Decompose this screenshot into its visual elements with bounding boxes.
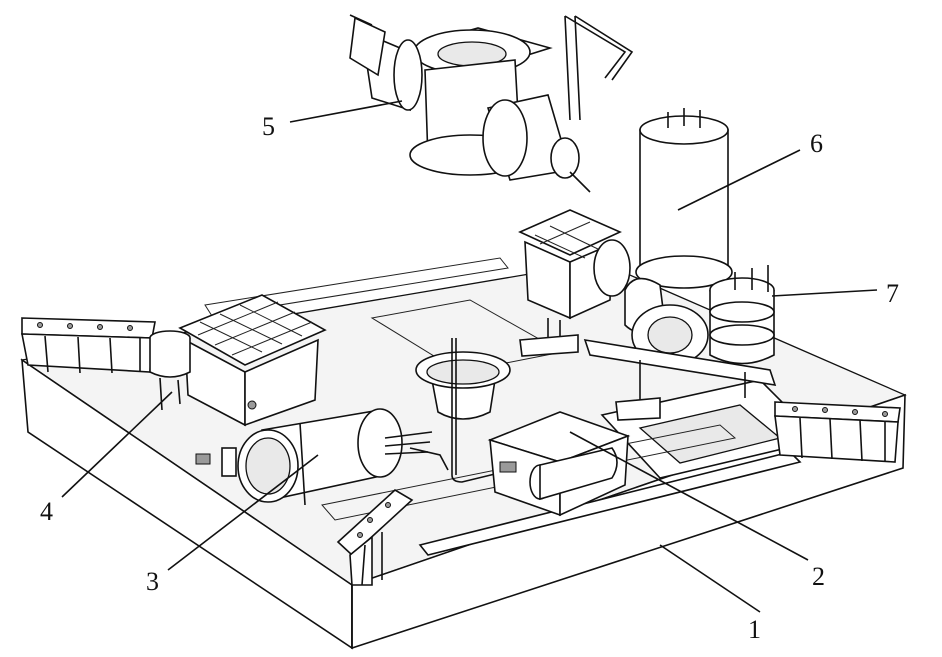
leader-lines [61,100,878,613]
component-2-box-unit [487,411,631,517]
callout-labels: 1 2 3 4 5 6 7 [40,112,899,644]
leader-line-5 [289,100,403,123]
leader-line-3 [167,454,319,571]
callout-4: 4 [40,497,53,526]
right-support-bracket [774,401,901,463]
leader-line-7 [771,289,878,297]
component-4-grid-box [149,294,327,427]
callout-7: 7 [886,279,899,308]
callout-1: 1 [748,615,761,644]
component-6-vertical-cylinder [624,108,733,366]
leader-line-1 [659,544,761,613]
left-support-bracket [21,317,156,374]
rear-grid-box [518,209,631,357]
funnel-hopper [415,338,511,483]
leader-line-2 [569,431,809,561]
leader-line-4 [61,391,173,498]
callout-2: 2 [812,562,825,591]
callout-3: 3 [146,567,159,596]
component-7-stack-unit [709,265,775,365]
front-support-bracket [336,489,414,586]
leader-line-6 [677,149,801,211]
callout-5: 5 [262,112,275,141]
component-5-valve-assembly [349,14,634,193]
support-frame [583,338,777,421]
callout-6: 6 [810,129,823,158]
component-3-cylinder [195,408,449,506]
